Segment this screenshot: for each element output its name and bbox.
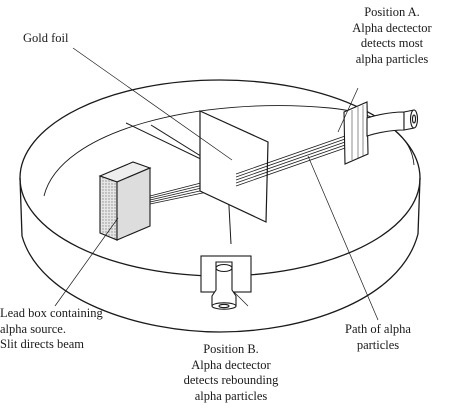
- label-position-b-line-4: alpha particles: [194, 388, 268, 403]
- gold-foil: [199, 110, 269, 223]
- label-path-line-2: particles: [356, 337, 400, 352]
- label-position-b-line-1: Position B.: [203, 342, 259, 356]
- label-position-a-line-3: detects most: [360, 36, 424, 50]
- label-position-b-line-2: Alpha dectector: [191, 357, 271, 372]
- detector-b: [200, 255, 252, 310]
- label-lead-box: Lead box containing alpha source. Slit d…: [0, 306, 103, 353]
- label-position-b-line-3: detects rebounding: [183, 373, 279, 387]
- label-path-line-1: Path of alpha: [345, 322, 411, 336]
- leader-lines: [54, 47, 379, 321]
- label-gold-foil: Gold foil: [23, 31, 68, 47]
- label-position-a: Position A. Alpha dectector detects most…: [342, 5, 442, 67]
- lead-box: [98, 161, 152, 241]
- detector-a: [343, 101, 419, 165]
- label-position-a-line-2: Alpha dectector: [352, 20, 432, 35]
- label-lead-box-line-1: Lead box containing: [0, 306, 103, 320]
- beam-transmitted: [235, 134, 349, 187]
- label-path: Path of alpha particles: [328, 322, 428, 353]
- label-position-a-line-1: Position A.: [364, 5, 420, 19]
- label-lead-box-line-3: Slit directs beam: [0, 337, 85, 351]
- label-gold-foil-text: Gold foil: [23, 31, 69, 45]
- label-position-b: Position B. Alpha dectector detects rebo…: [176, 342, 286, 404]
- label-lead-box-line-2: alpha source.: [0, 321, 66, 336]
- label-position-a-line-4: alpha particles: [355, 51, 429, 66]
